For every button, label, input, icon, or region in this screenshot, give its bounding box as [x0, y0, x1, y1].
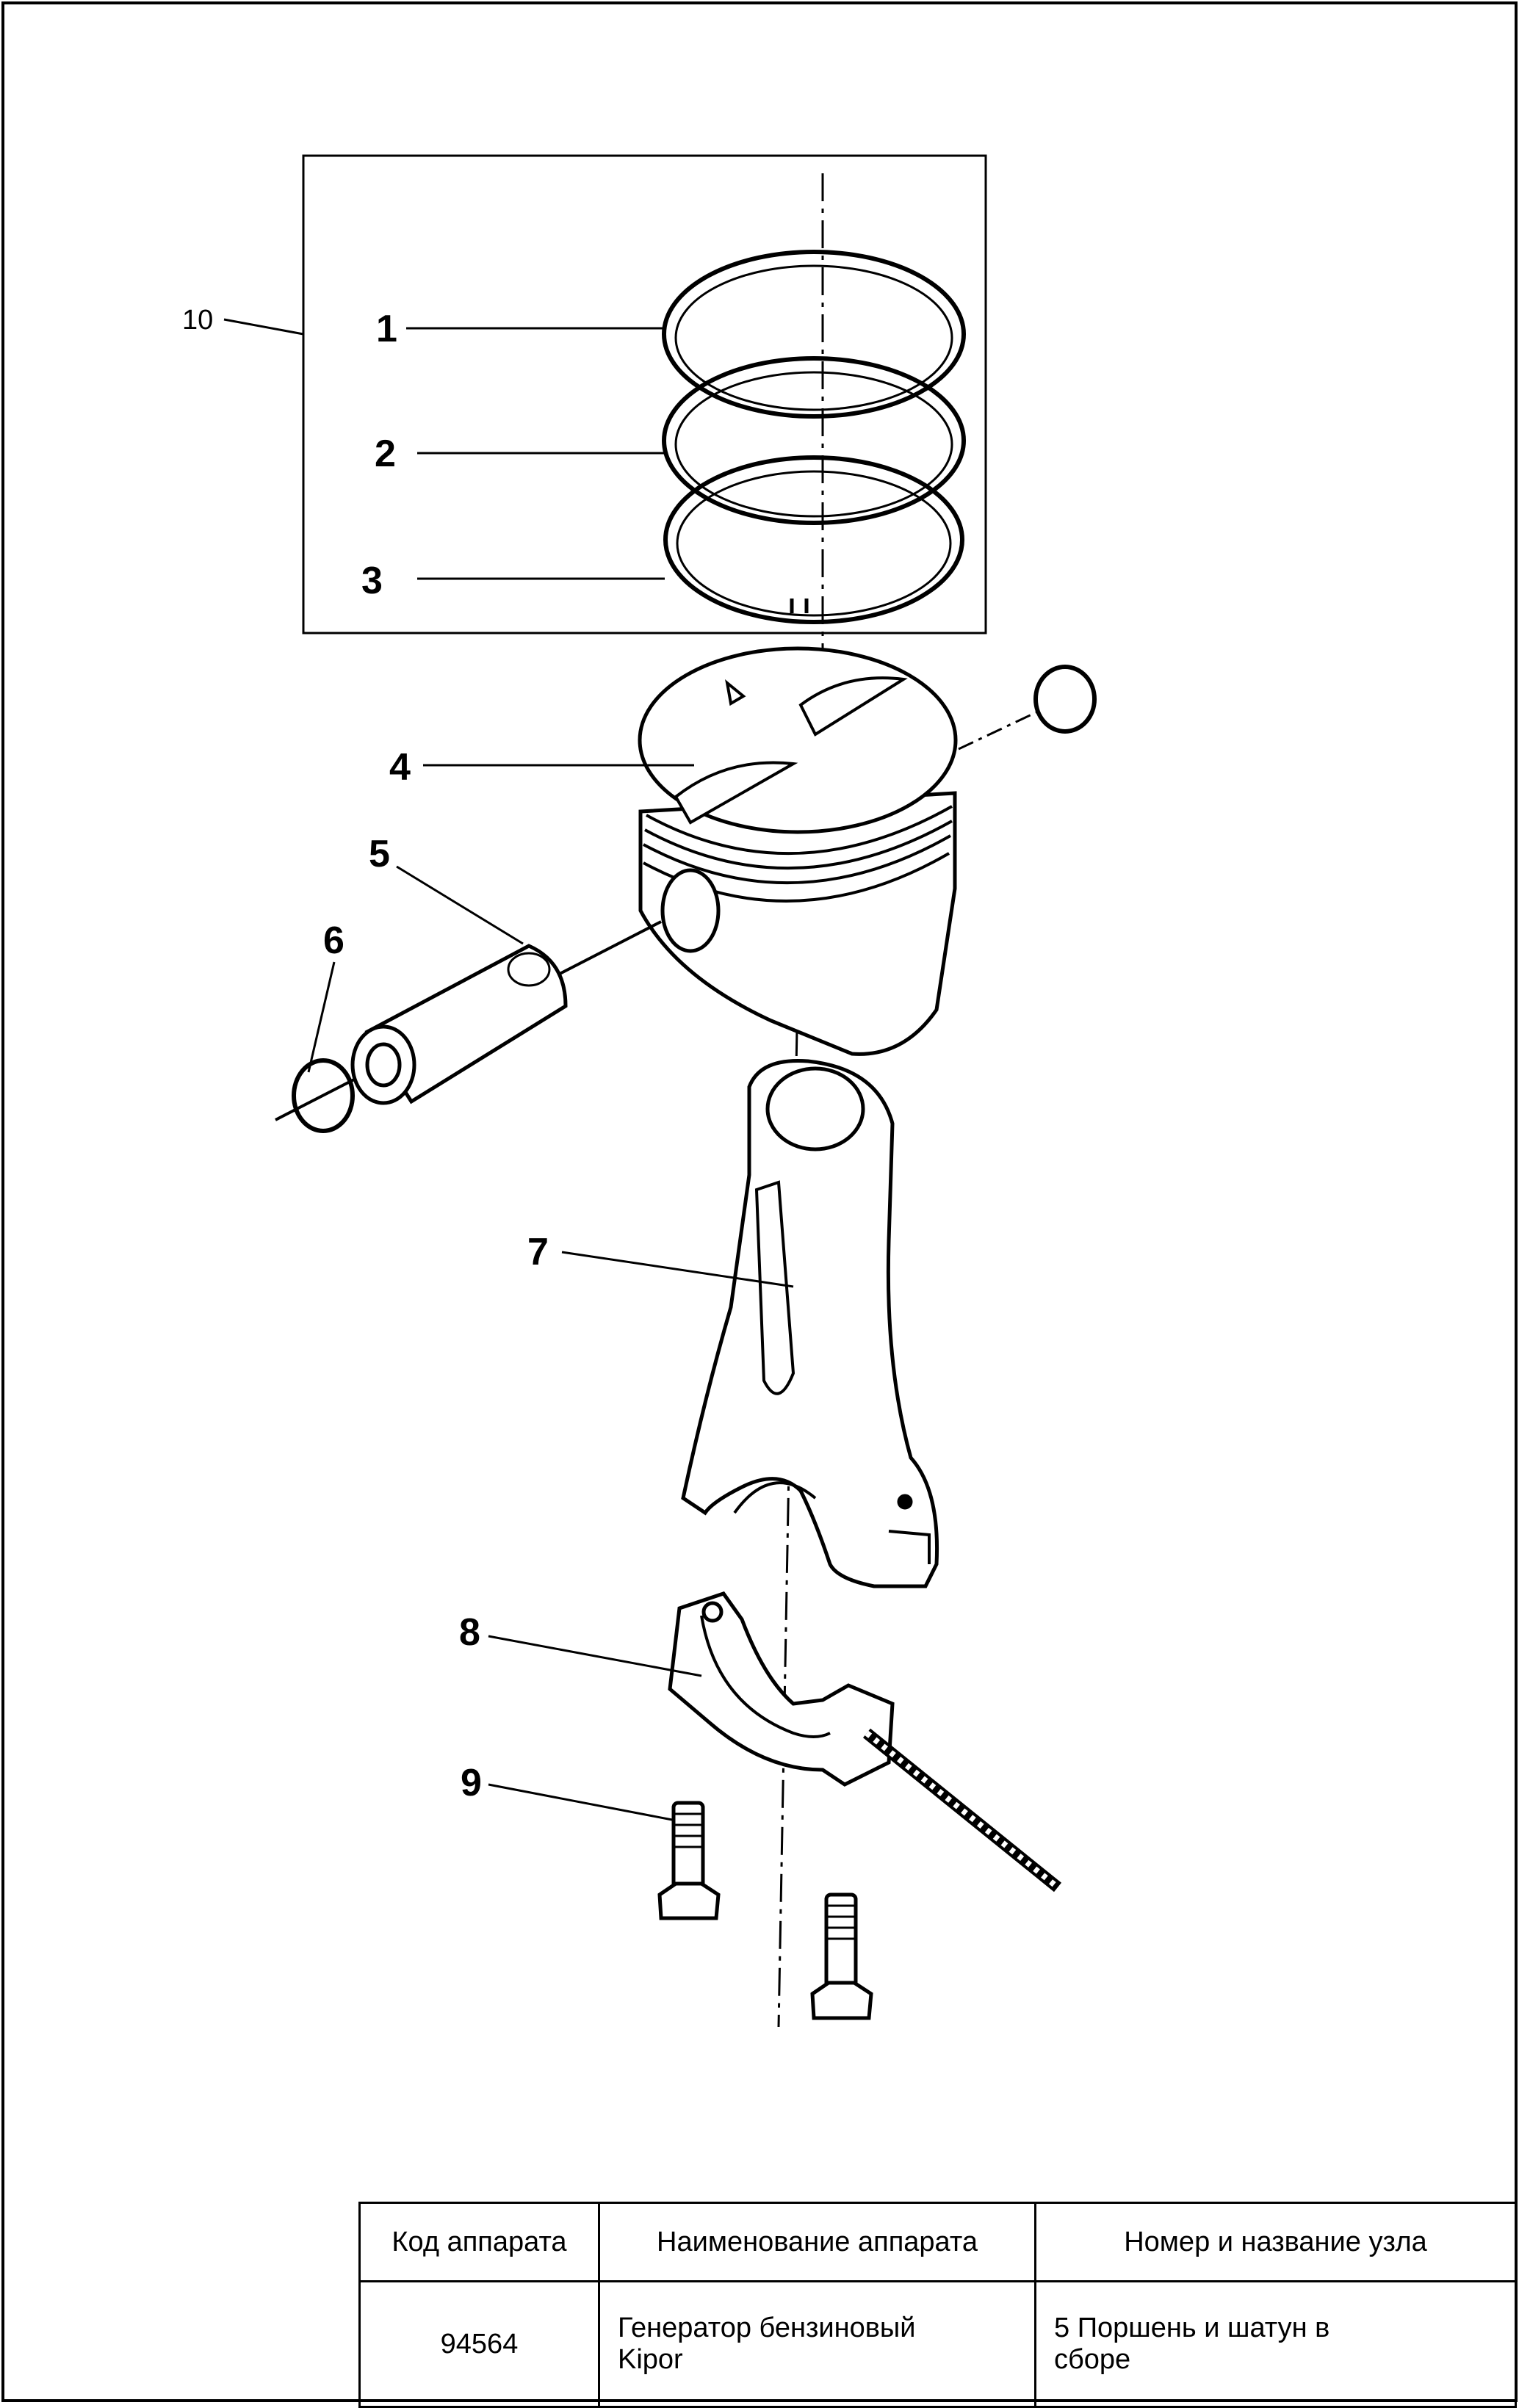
- valve-mark-icon: [725, 679, 746, 706]
- pin-axis-right: [958, 709, 1040, 751]
- bolt-left: [657, 1801, 721, 1920]
- cell-code: 94564: [358, 2280, 600, 2408]
- callout-9: 9: [461, 1762, 482, 1804]
- header-name: Наименование аппарата: [598, 2202, 1036, 2282]
- circlip-right: [1033, 665, 1097, 734]
- callout-4: 4: [389, 746, 411, 789]
- callout-8: 8: [459, 1611, 480, 1654]
- piston-ring-1: [662, 250, 966, 419]
- bolt-right: [810, 1892, 873, 2020]
- circlip-left: [292, 1058, 355, 1133]
- callout-5: 5: [369, 833, 390, 875]
- callout-6: 6: [323, 919, 344, 962]
- cell-unit-line1: 5 Поршень и шатун в: [1054, 2313, 1330, 2343]
- table-header-row: Код аппарата Наименование аппарата Номер…: [358, 2202, 1517, 2282]
- connecting-rod-cap: [668, 1591, 895, 1787]
- leader-lines: [223, 318, 794, 1821]
- header-unit: Номер и название узла: [1034, 2202, 1517, 2282]
- piston-pin: [350, 944, 568, 1105]
- piston-ring-2: [662, 356, 966, 525]
- cell-unit: 5 Поршень и шатун в сборе: [1034, 2280, 1517, 2408]
- cell-name: Генератор бензиновый Kipor: [598, 2280, 1036, 2408]
- cap-stud: [862, 1728, 1062, 1892]
- cell-name-line2: Kipor: [618, 2344, 683, 2375]
- header-code: Код аппарата: [358, 2202, 600, 2282]
- ring-set-box: [302, 154, 987, 634]
- table-row: 94564 Генератор бензиновый Kipor 5 Порше…: [358, 2280, 1517, 2408]
- piston: [638, 646, 958, 1056]
- cell-unit-line2: сборе: [1054, 2344, 1131, 2375]
- piston-ring-3: [663, 455, 964, 624]
- callout-1: 1: [376, 308, 397, 350]
- connecting-rod: [681, 1058, 939, 1588]
- callout-7: 7: [527, 1231, 549, 1273]
- callout-10: 10: [182, 305, 213, 336]
- callout-2: 2: [375, 433, 396, 475]
- title-block-table: Код аппарата Наименование аппарата Номер…: [358, 2202, 1517, 2408]
- callout-3: 3: [361, 560, 383, 602]
- cell-name-line1: Генератор бензиновый: [618, 2313, 916, 2343]
